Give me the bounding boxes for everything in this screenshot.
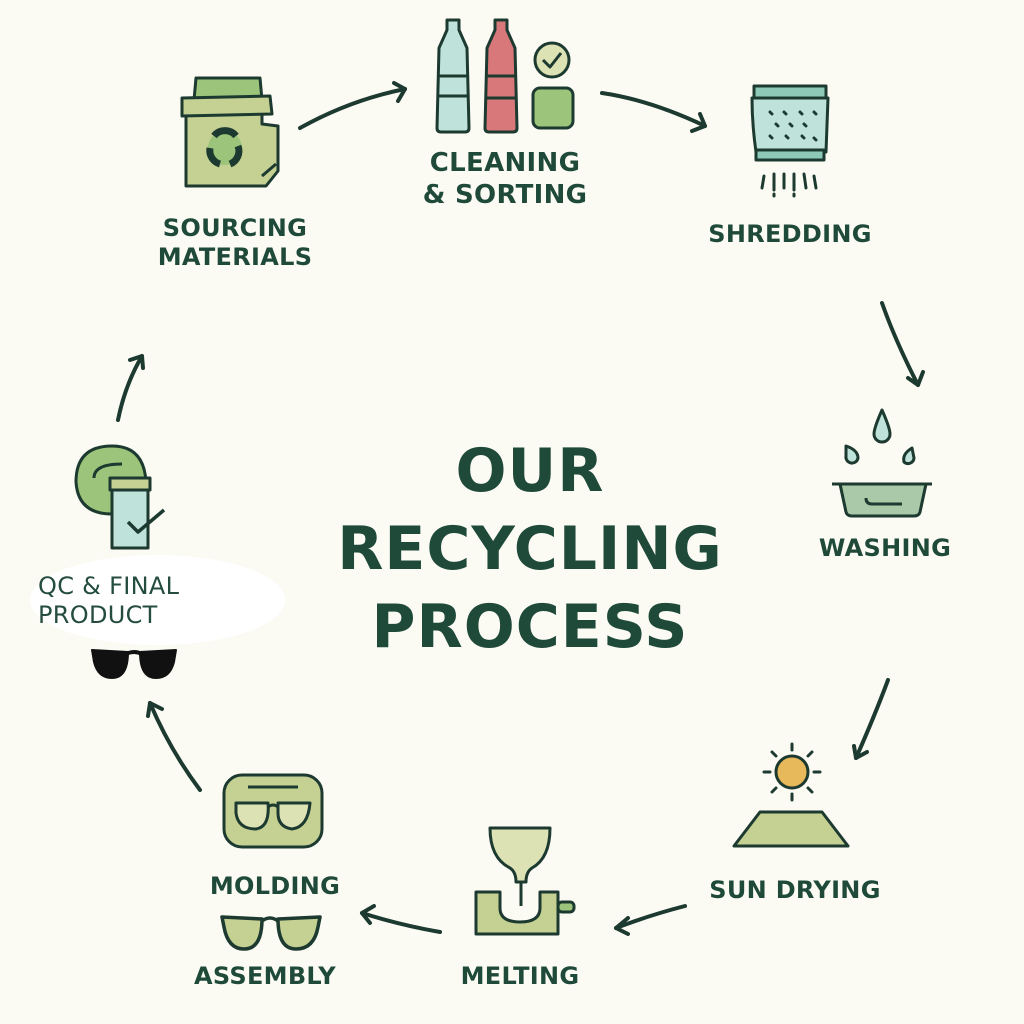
arrow-cleaning-to-shredding: [600, 91, 707, 133]
step-label-qc: QC & FINAL PRODUCT: [38, 572, 180, 630]
recycle-bag-icon: [180, 76, 280, 188]
arrow-molding-to-qc: [146, 701, 202, 792]
diagram-title: OUR RECYCLING PROCESS: [330, 432, 730, 666]
title-line-2: RECYCLING: [337, 514, 723, 584]
wash-basin-icon: [832, 408, 932, 518]
inspection-check-icon: [74, 444, 166, 550]
glasses-mold-icon: [222, 773, 324, 849]
qc-label-highlight: [30, 555, 285, 645]
clear-bottle-icon: [435, 18, 471, 134]
sun-icon: [762, 742, 822, 802]
sun-tray-icon: [732, 742, 850, 848]
arrow-washing-to-sundrying: [852, 678, 890, 760]
sunglasses-icon: [91, 649, 177, 679]
arrow-melting-to-molding: [360, 904, 442, 934]
arrow-sourcing-to-cleaning: [298, 81, 407, 130]
step-label-melting: MELTING: [460, 962, 580, 990]
step-label-assembly: ASSEMBLY: [194, 962, 336, 990]
arrow-shredding-to-washing: [880, 301, 925, 387]
step-label-cleaning: CLEANING & SORTING: [422, 148, 588, 210]
drying-tray-icon: [732, 810, 850, 848]
water-drop-icon: [872, 408, 892, 444]
arrow-sundrying-to-melting: [614, 904, 687, 936]
water-drop-icon: [902, 446, 916, 466]
water-drop-icon: [844, 444, 860, 465]
step-label-molding: MOLDING: [209, 872, 341, 900]
check-circle-icon: [533, 41, 571, 79]
step-label-sun-drying: SUN DRYING: [709, 876, 881, 904]
step-label-washing: WASHING: [818, 534, 952, 562]
step-label-shredding: SHREDDING: [708, 220, 872, 248]
red-bottle-icon: [483, 18, 519, 134]
shredder-icon: [750, 84, 830, 198]
melting-mold-icon: [474, 826, 576, 936]
title-line-1: OUR: [455, 436, 605, 506]
bottles-check-icon: [435, 18, 575, 134]
green-square-icon: [531, 86, 575, 130]
title-line-3: PROCESS: [371, 592, 689, 662]
arrow-qc-to-sourcing: [116, 354, 145, 422]
glasses-icon: [220, 915, 322, 951]
step-label-sourcing: SOURCING MATERIALS: [157, 214, 313, 272]
